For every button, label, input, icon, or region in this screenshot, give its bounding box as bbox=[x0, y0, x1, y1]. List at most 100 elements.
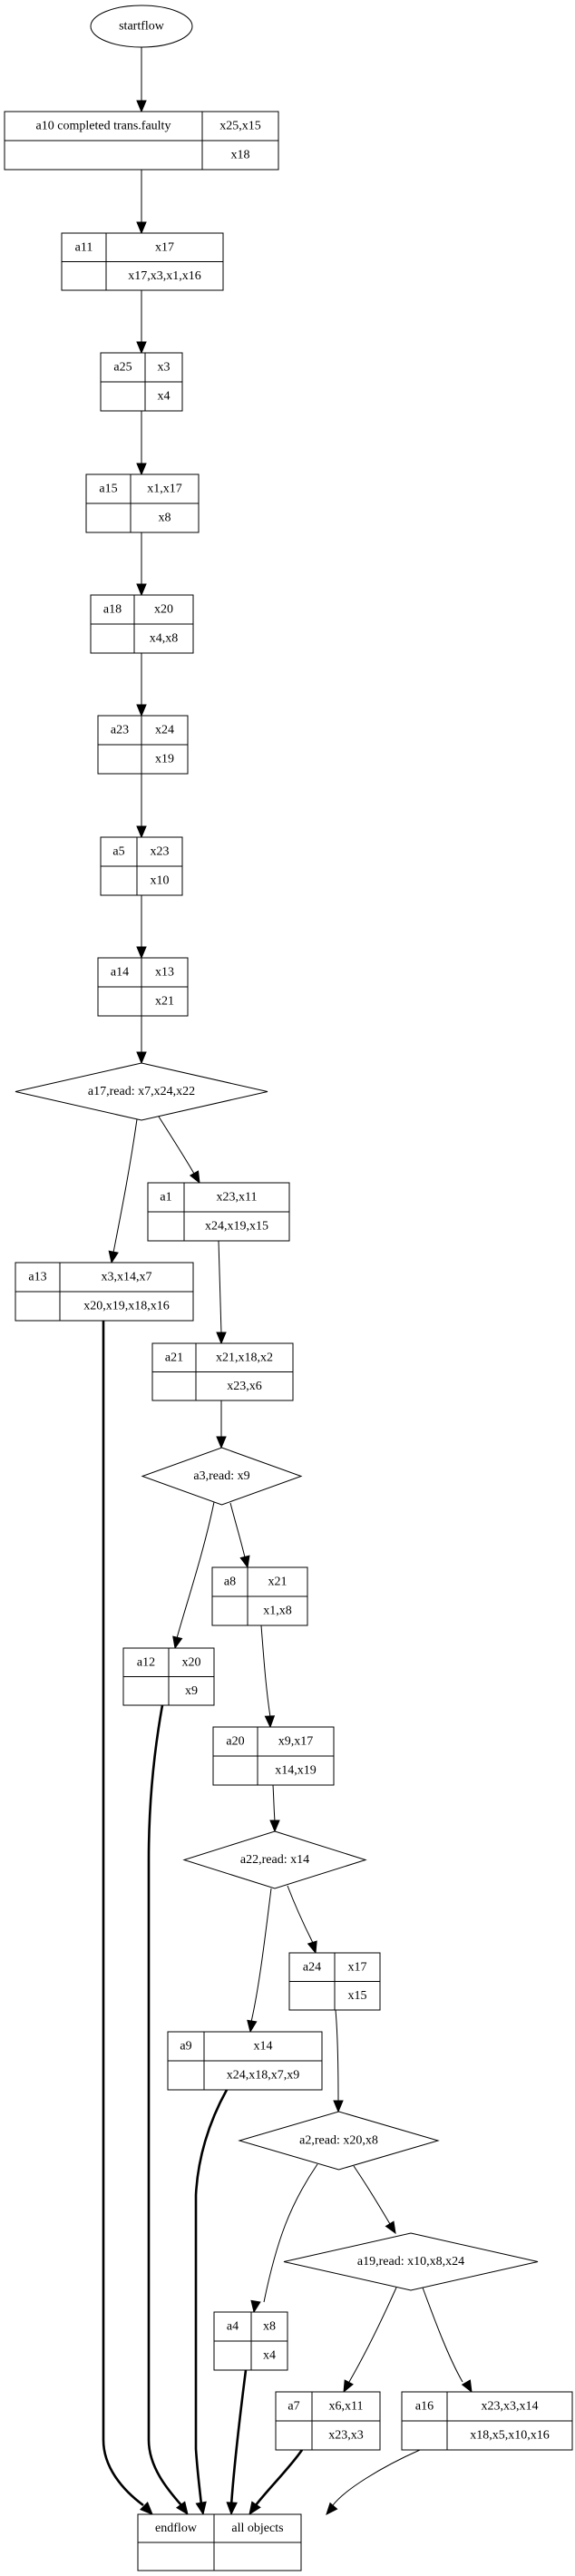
edge-line bbox=[229, 2369, 248, 2506]
node-reads: x21 bbox=[155, 995, 174, 1009]
arrowhead-icon bbox=[333, 2100, 344, 2113]
node-writes: x23,x3,x14 bbox=[482, 2400, 539, 2414]
node-label: a4 bbox=[227, 2320, 239, 2334]
arrowhead-icon bbox=[189, 1170, 200, 1185]
node-writes: all objects bbox=[231, 2522, 283, 2535]
decision-a3[interactable]: a3,read: x9 bbox=[141, 1447, 303, 1506]
edge-line bbox=[176, 1501, 215, 1639]
arrowhead-icon bbox=[136, 946, 147, 960]
arrowhead-icon bbox=[136, 1051, 147, 1065]
arrowhead-icon bbox=[108, 1250, 119, 1264]
node-reads: x1,x8 bbox=[263, 1605, 292, 1618]
decision-a17[interactable]: a17,read: x7,x24,x22 bbox=[15, 1062, 268, 1121]
node-label: a12 bbox=[137, 1655, 155, 1669]
decision-a22[interactable]: a22,read: x14 bbox=[182, 1830, 367, 1889]
decision-diamond bbox=[283, 2232, 539, 2291]
decision-diamond bbox=[15, 1062, 268, 1121]
arrowhead-icon bbox=[264, 1715, 276, 1729]
edge-a3-to-a8 bbox=[229, 1502, 250, 1569]
node-label: a10 completed trans.faulty bbox=[36, 120, 171, 133]
edge-a19-to-a16 bbox=[422, 2287, 473, 2394]
edge-line bbox=[254, 2449, 304, 2506]
edge-a14-to-a17 bbox=[136, 1016, 147, 1065]
arrowhead-icon bbox=[461, 2379, 473, 2394]
edge-a10-to-a11 bbox=[136, 170, 147, 235]
node-reads: x4 bbox=[263, 2349, 276, 2363]
node-label: a11 bbox=[75, 240, 93, 254]
edge-line bbox=[287, 1885, 314, 1944]
edge-a9-to-endflow bbox=[194, 2089, 229, 2516]
node-label: a9 bbox=[180, 2040, 191, 2054]
edge-line bbox=[348, 2287, 397, 2383]
node-reads: x15 bbox=[348, 1989, 367, 2003]
decision-label: a3,read: x9 bbox=[193, 1469, 249, 1483]
node-label: endflow bbox=[155, 2522, 198, 2535]
edge-line bbox=[194, 2089, 229, 2506]
node-writes: x9,x17 bbox=[278, 1735, 314, 1749]
edge-line bbox=[112, 1118, 138, 1254]
decision-diamond bbox=[238, 2111, 440, 2171]
node-label: a13 bbox=[28, 1271, 46, 1284]
node-writes: x3,x14,x7 bbox=[102, 1271, 152, 1284]
start-ellipse bbox=[90, 5, 193, 48]
edge-a2-to-a19 bbox=[353, 2165, 396, 2235]
node-label: a16 bbox=[415, 2400, 434, 2414]
edge-a20-to-a22 bbox=[269, 1784, 280, 1833]
node-label: a15 bbox=[99, 483, 117, 496]
edge-a2-to-a4 bbox=[250, 2163, 318, 2314]
edge-a13-to-endflow bbox=[102, 1321, 153, 2515]
decision-label: a22,read: x14 bbox=[240, 1853, 309, 1867]
node-writes: x17 bbox=[155, 240, 174, 254]
start-node[interactable]: startflow bbox=[90, 5, 193, 48]
edge-a23-to-a5 bbox=[136, 774, 147, 839]
end-node[interactable]: endflow all objects bbox=[137, 2513, 302, 2571]
node-label: a1 bbox=[160, 1191, 171, 1205]
node-reads: x10 bbox=[151, 874, 170, 888]
node-reads: x19 bbox=[155, 753, 174, 766]
node-reads: x14,x19 bbox=[275, 1764, 317, 1778]
edge-a25-to-a15 bbox=[136, 411, 147, 476]
decision-diamond bbox=[141, 1447, 303, 1506]
decision-diamond bbox=[182, 1830, 367, 1889]
arrowhead-icon bbox=[269, 1820, 280, 1833]
arrowhead-icon bbox=[195, 2501, 207, 2516]
arrowhead-icon bbox=[226, 2502, 238, 2516]
edge-a4-to-endflow bbox=[226, 2369, 248, 2516]
edge-a22-to-a24 bbox=[287, 1885, 317, 1955]
arrowhead-icon bbox=[250, 2299, 261, 2314]
edge-a3-to-a12 bbox=[172, 1501, 215, 1650]
node-writes: x3 bbox=[158, 361, 171, 375]
edge-a1-to-a21 bbox=[216, 1240, 227, 1345]
arrowhead-icon bbox=[343, 2379, 354, 2394]
decision-a19[interactable]: a19,read: x10,x8,x24 bbox=[283, 2232, 539, 2291]
node-label: a24 bbox=[303, 1960, 321, 1974]
node-reads: x23,x3 bbox=[328, 2429, 364, 2443]
start-label: startflow bbox=[119, 20, 165, 34]
edge-a22-to-a9 bbox=[247, 1888, 272, 2034]
node-label: a23 bbox=[111, 724, 129, 737]
node-writes: x1,x17 bbox=[147, 483, 182, 496]
decision-a2[interactable]: a2,read: x20,x8 bbox=[238, 2111, 440, 2171]
arrowhead-icon bbox=[216, 1436, 227, 1449]
node-reads: x23,x6 bbox=[227, 1380, 262, 1393]
arrowhead-icon bbox=[136, 825, 147, 839]
